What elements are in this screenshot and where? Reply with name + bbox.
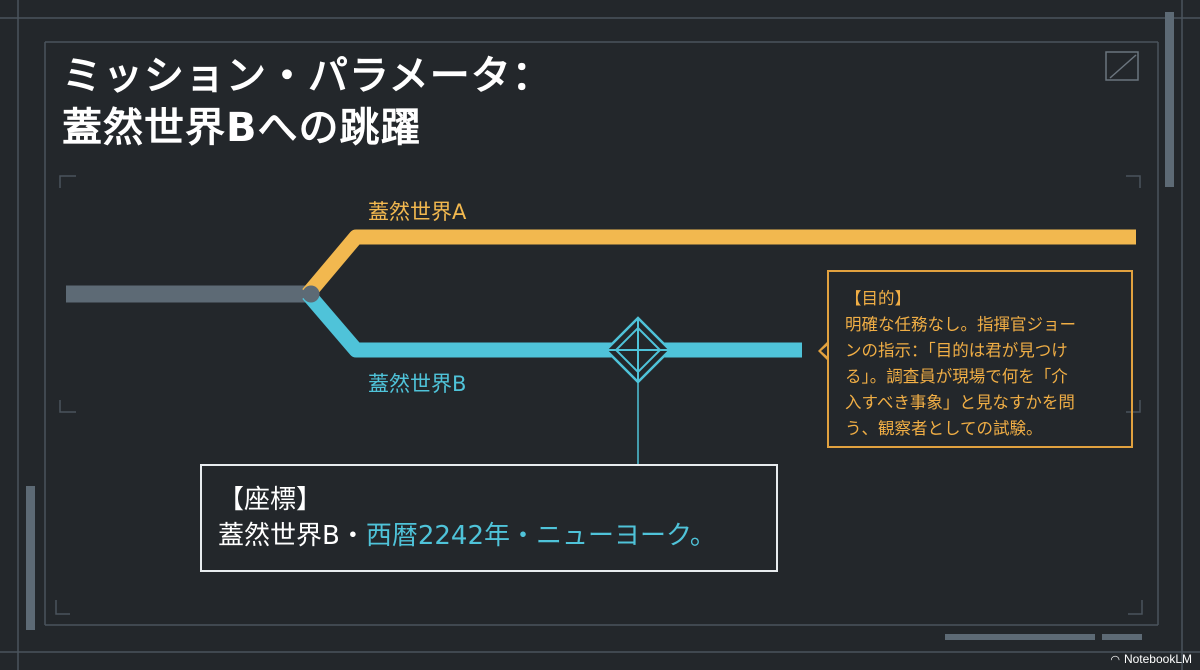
coordinates-heading: 【座標】 [218, 485, 323, 515]
page-title-line2: 蓋然世界Bへの跳躍 [62, 105, 422, 151]
expand-frame-icon [1105, 51, 1139, 81]
notebooklm-logo-icon: ◠ [1110, 654, 1120, 666]
purpose-line: る」。調査員が現場で何を「介 [845, 367, 1068, 386]
branch-b-label: 蓋然世界B [368, 372, 467, 396]
coordinates-world: 蓋然世界B・ [218, 521, 366, 551]
frame-accent-bar [1165, 12, 1174, 187]
purpose-line: う、観察者としての試験。 [845, 419, 1043, 438]
purpose-line: 明確な任務なし。指揮官ジョー [845, 315, 1076, 334]
branch-a-line [302, 229, 1136, 299]
purpose-line: ンの指示：「目的は君が見つけ [845, 341, 1068, 360]
branch-b-line [302, 289, 802, 358]
coordinates-time-place: 西暦2242年・ニューヨーク。 [365, 521, 716, 551]
page-title: ミッション・パラメータ： 蓋然世界Bへの跳躍 [62, 50, 553, 154]
purpose-heading: 【目的】 [845, 289, 911, 308]
junction-node [302, 285, 320, 303]
branding: ◠NotebookLM [1110, 652, 1192, 666]
brand-name: NotebookLM [1123, 652, 1192, 666]
frame-accent-bar [26, 486, 35, 630]
coordinates-value: 蓋然世界B・西暦2242年・ニューヨーク。 [218, 518, 776, 554]
branch-a-label: 蓋然世界A [368, 200, 467, 224]
purpose-line: 入すべき事象」と見なすかを問 [845, 393, 1075, 412]
callout-pointer-inner [821, 345, 828, 357]
page-title-line1: ミッション・パラメータ： [62, 53, 553, 99]
coordinates-box: 【座標】 蓋然世界B・西暦2242年・ニューヨーク。 [200, 464, 778, 572]
purpose-callout: 【目的】 明確な任務なし。指揮官ジョー ンの指示：「目的は君が見つけ る」。調査… [827, 270, 1133, 448]
frame-accent-ticks [945, 634, 1142, 640]
crosshair-diamond-icon [604, 316, 672, 384]
